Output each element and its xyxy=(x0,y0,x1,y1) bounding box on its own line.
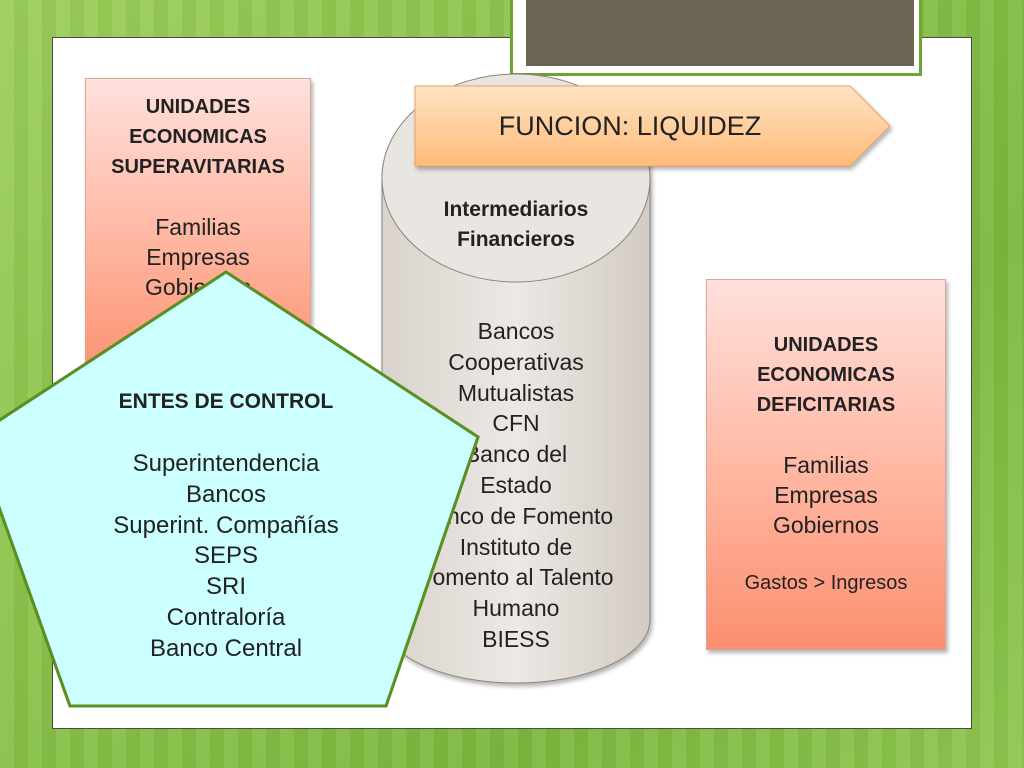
list-item: Bancos xyxy=(477,318,555,344)
list-item: Instituto de xyxy=(459,533,573,560)
list-item: Estado xyxy=(480,471,552,498)
intermediarios-title: Intermediarios Financieros xyxy=(443,198,589,251)
entes-title: ENTES DE CONTROL xyxy=(118,390,334,413)
funcion-label: FUNCION: LIQUIDEZ xyxy=(498,110,762,141)
deficit-note: Gastos > Ingresos xyxy=(744,572,908,594)
list-item: Gobiernos xyxy=(772,512,880,538)
list-item: Contraloría xyxy=(166,603,286,631)
list-item: Familias xyxy=(783,452,869,478)
deficit-items: Familias Empresas Gobiernos xyxy=(707,450,945,540)
list-item: CFN xyxy=(492,410,540,437)
deficit-heading: UNIDADES ECONOMICAS DEFICITARIAS xyxy=(756,334,896,416)
list-item: Superintendencia xyxy=(132,450,320,477)
entes-list: Superintendencia Bancos Superint. Compañ… xyxy=(40,449,412,665)
funcion-arrow xyxy=(414,85,891,167)
list-item: Fomento al Talento xyxy=(418,564,614,591)
list-item: Empresas xyxy=(774,482,878,508)
list-item: Bancos xyxy=(185,480,267,508)
list-item: Banco Central xyxy=(149,634,303,662)
list-item: Empresas xyxy=(146,244,250,270)
list-item: Superint. Compañías xyxy=(113,511,339,539)
list-item: SRI xyxy=(205,573,246,601)
list-item: Humano xyxy=(472,595,560,622)
list-item: Cooperativas xyxy=(448,348,584,375)
list-item: BIESS xyxy=(482,625,550,652)
intermediarios-list: Bancos Cooperativas Mutualistas CFN Banc… xyxy=(382,316,650,655)
list-item: Banco del xyxy=(464,441,568,468)
deficit-box: UNIDADES ECONOMICAS DEFICITARIAS Familia… xyxy=(706,279,946,650)
superavit-heading: UNIDADES ECONOMICAS SUPERAVITARIAS xyxy=(111,96,285,178)
title-placeholder xyxy=(526,0,914,66)
list-item: Mutualistas xyxy=(457,379,575,406)
list-item: Familias xyxy=(155,214,241,240)
list-item: SEPS xyxy=(193,542,259,570)
